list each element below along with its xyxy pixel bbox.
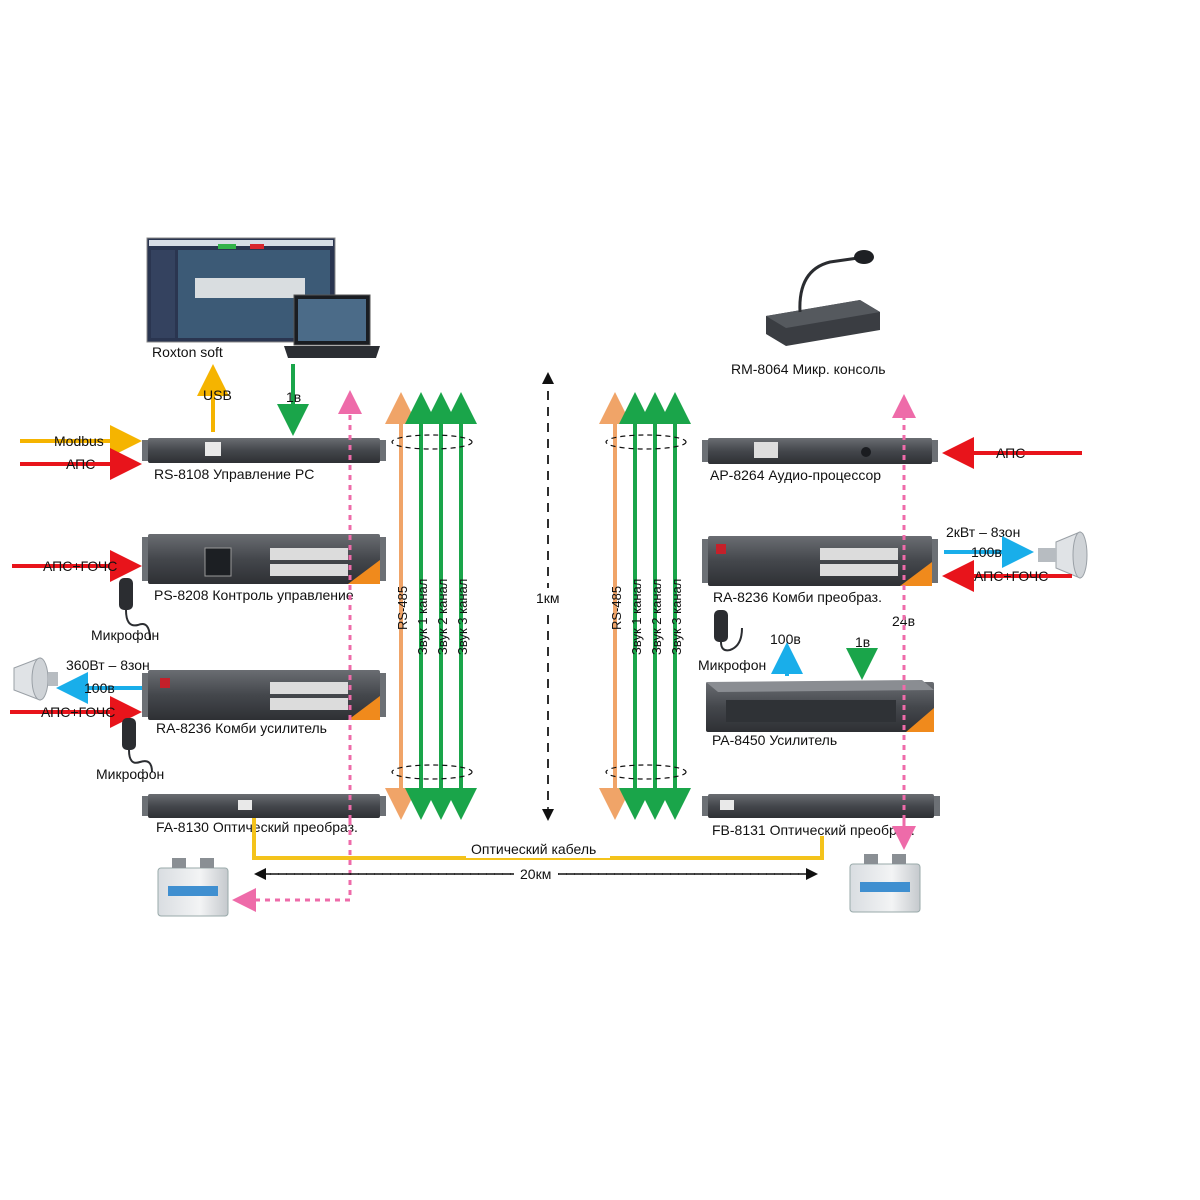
aps-label-1: АПС [66, 456, 95, 472]
fb8131-label: FB-8131 Оптический преобраз. [712, 822, 915, 838]
roxton-soft-label: Roxton soft [152, 344, 223, 360]
fa8130-rack [142, 794, 386, 818]
ps8208-label: PS-8208 Контроль управление [154, 587, 354, 603]
power-2k-label: 2кВт – 8зон [946, 524, 1020, 540]
ap8264-rack [702, 438, 938, 464]
rs485-label-right: RS-485 [609, 586, 624, 630]
ch1-label-right: Звук 1 канал [629, 579, 644, 655]
ch3-label-right: Звук 3 канал [669, 579, 684, 655]
microphone-console-icon [766, 250, 880, 346]
bus-bundle-top-right [605, 434, 687, 450]
power-360-label: 360Вт – 8зон [66, 657, 150, 673]
mic-label-right: Микрофон [698, 657, 766, 673]
rs485-label-left: RS-485 [395, 586, 410, 630]
ap8264-label: AP-8264 Аудио-процессор [710, 467, 881, 483]
rs8108-label: RS-8108 Управление PC [154, 466, 314, 482]
pa8450-label: PA-8450 Усилитель [712, 732, 837, 748]
modbus-label: Modbus [54, 433, 104, 449]
control-1v-label: 1в [286, 389, 301, 405]
handheld-microphone-icon [119, 578, 151, 641]
v1-label: 1в [855, 634, 870, 650]
aps-gochs-label-right: АПС+ГОЧС [974, 568, 1048, 584]
aps-gochs-label-1: АПС+ГОЧС [43, 558, 117, 574]
battery-icon [157, 858, 229, 917]
ra8236-left-label: RA-8236 Комби усилитель [156, 720, 327, 736]
ch3-label-left: Звук 3 канал [455, 579, 470, 655]
handheld-microphone-icon-right [714, 610, 743, 652]
ra8236-right-rack [702, 536, 938, 586]
v24-label: 24в [892, 613, 915, 629]
fb8131-rack [702, 794, 940, 818]
usb-label: USB [203, 387, 232, 403]
rm8064-label: RM-8064 Микр. консоль [731, 361, 886, 377]
mic-label-2: Микрофон [96, 766, 164, 782]
optic-cable-label: Оптический кабель [471, 841, 596, 857]
battery-icon-right [849, 854, 921, 913]
aps-label-right: АПС [996, 445, 1025, 461]
fa8130-label: FA-8130 Оптический преобраз. [156, 819, 358, 835]
laptop-icon [284, 294, 380, 358]
v100b-label: 100в [770, 631, 801, 647]
handheld-microphone-icon-2 [122, 718, 153, 773]
horn-speaker-icon [13, 657, 58, 701]
mic-label-1: Микрофон [91, 627, 159, 643]
ra8236-left-rack [142, 670, 386, 720]
ps8208-rack [142, 534, 386, 584]
v100-label-right: 100в [971, 544, 1002, 560]
distance-label: 1км [536, 590, 560, 606]
ch2-label-right: Звук 2 канал [649, 579, 664, 655]
ch2-label-left: Звук 2 канал [435, 579, 450, 655]
bus-bundle-bottom-right [605, 764, 687, 780]
bus-bundle-top-left [391, 434, 473, 450]
bus-bundle-bottom-left [391, 764, 473, 780]
aps-gochs-label-2: АПС+ГОЧС [41, 704, 115, 720]
v100-label-left: 100в [84, 680, 115, 696]
monitor-icon [146, 237, 336, 343]
pa8450-rack [706, 680, 934, 732]
ra8236-right-label: RA-8236 Комби преобраз. [713, 589, 882, 605]
rs8108-rack [142, 438, 386, 463]
horn-speaker-icon-right [1038, 531, 1088, 579]
ch1-label-left: Звук 1 канал [415, 579, 430, 655]
power-line-left-bottom [232, 820, 352, 912]
range-label: 20км [520, 866, 551, 882]
